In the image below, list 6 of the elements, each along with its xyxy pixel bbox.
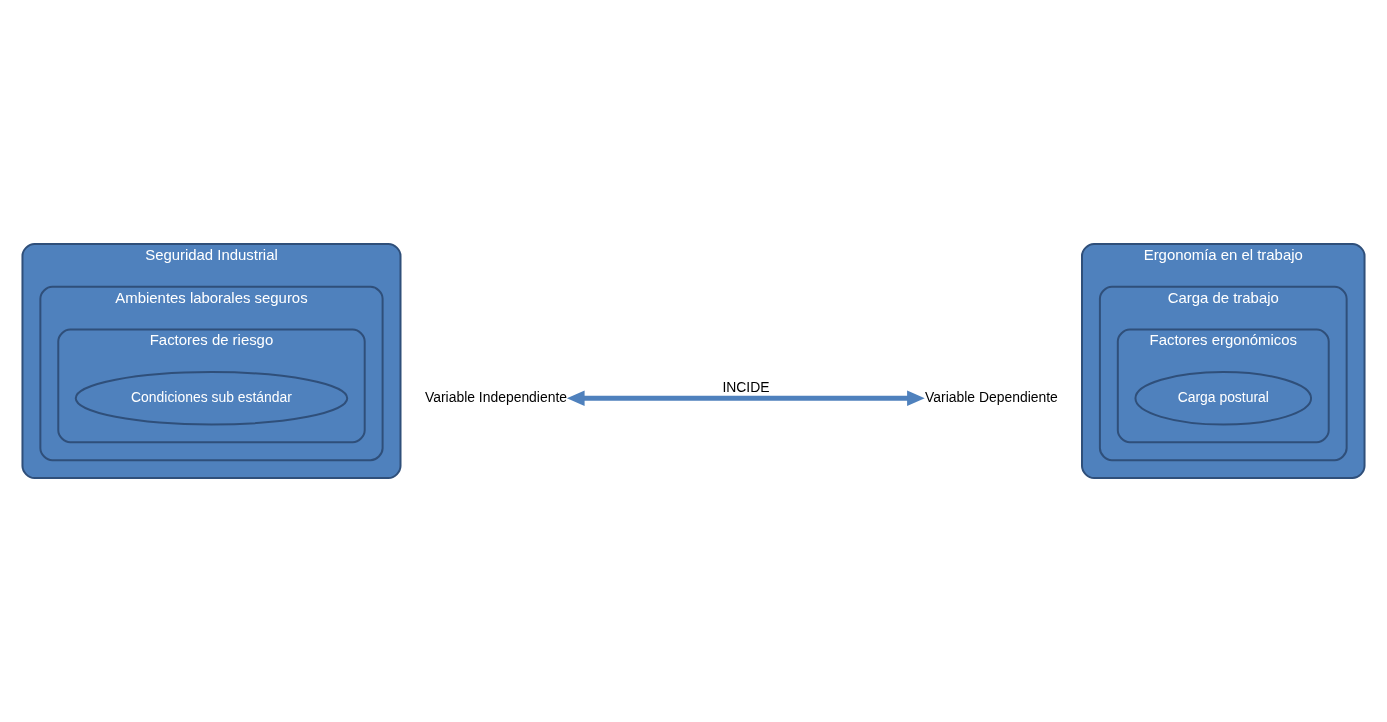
edge-label: INCIDE	[722, 378, 770, 395]
node-text: Variable Dependiente	[925, 388, 1058, 405]
node-ellipse: Condiciones sub estándar	[74, 371, 349, 426]
node-text: Variable Independiente	[425, 388, 568, 405]
node-ellipse: Carga postural	[1134, 371, 1313, 426]
arrow	[566, 390, 925, 406]
